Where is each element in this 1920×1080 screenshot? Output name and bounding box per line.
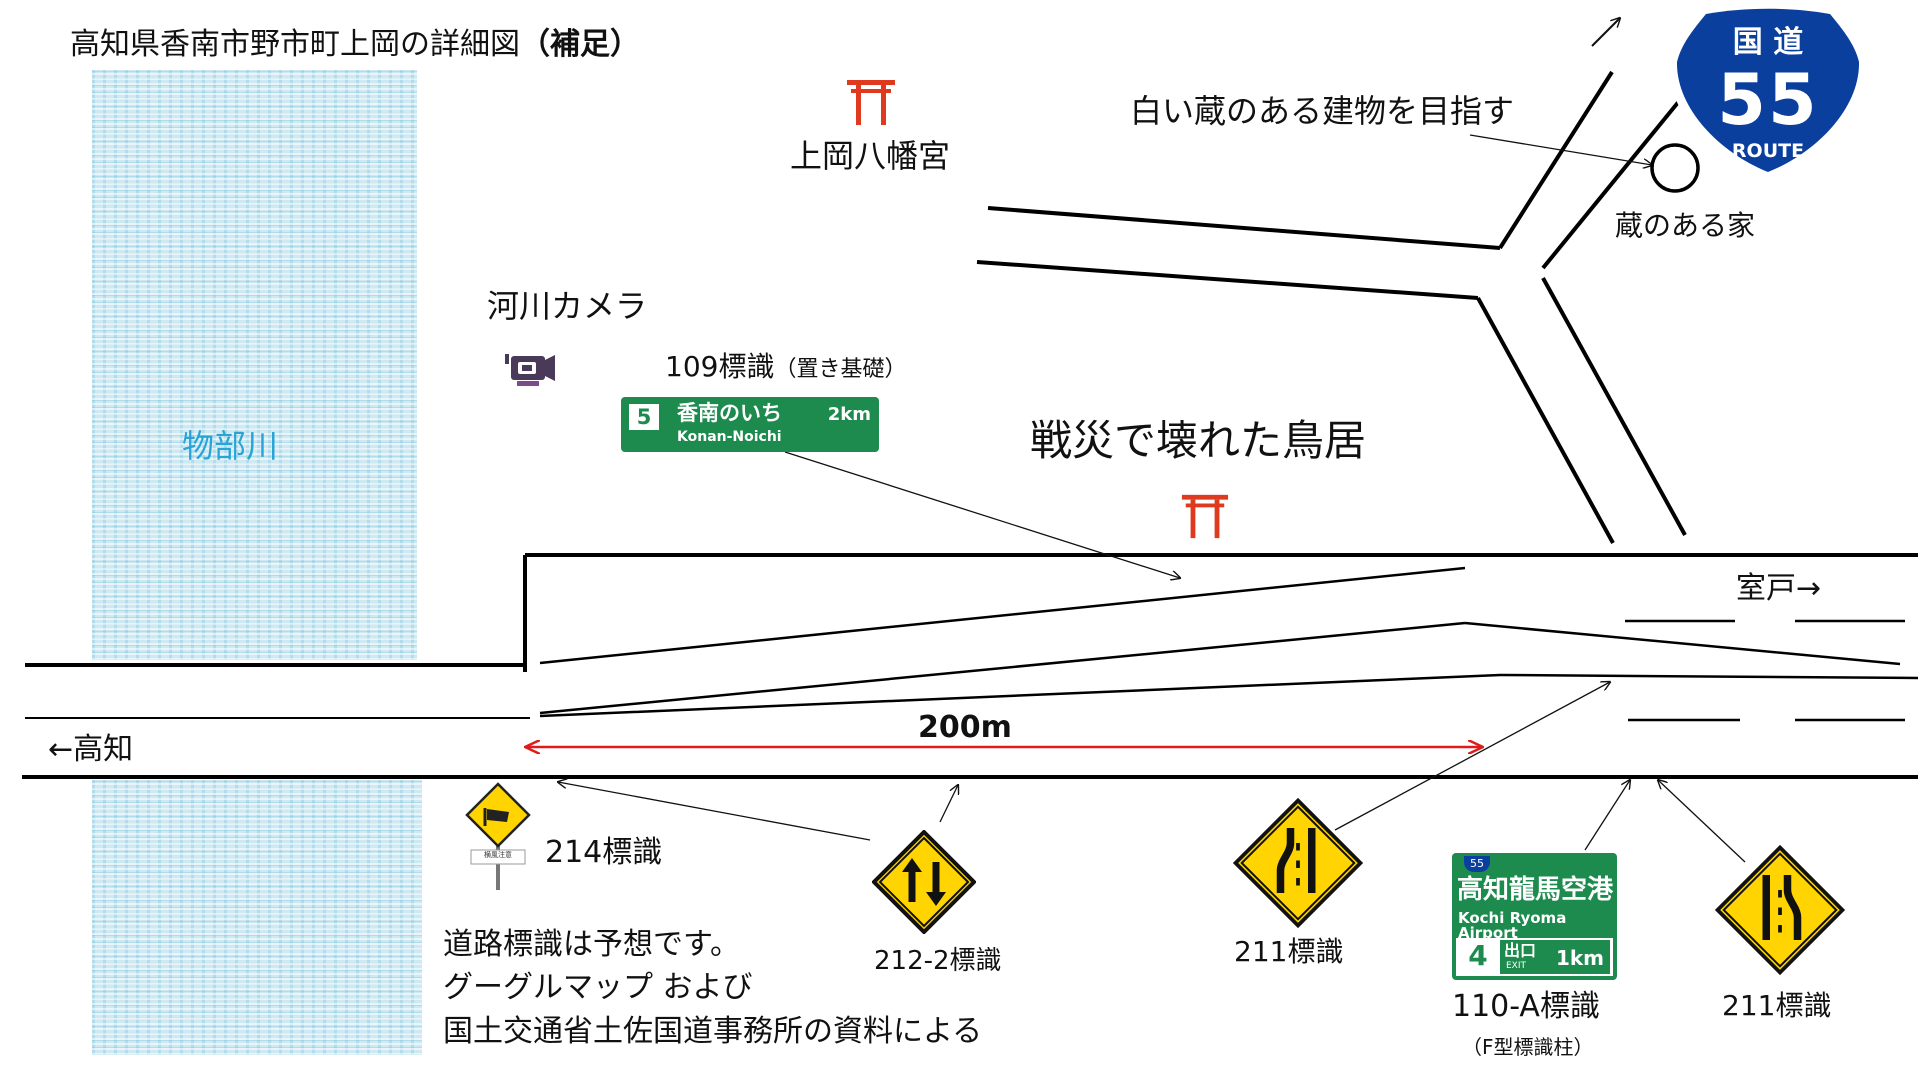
side-road-edge [1541,98,1682,270]
pointer-line [1469,134,1652,165]
crosswind-warning-sign-icon [465,782,531,890]
sign-110a-route-badge: 55 [1464,856,1490,872]
side-road-edge [987,206,1501,250]
lane-reduction-sign-icon [1233,798,1363,928]
lane-line [1499,673,1919,680]
sign-110a-exit-distance: 1km [1555,946,1604,970]
sign-110a-exit-jp: 出口 [1504,941,1537,960]
pointer-line [784,451,1180,578]
river-lower [92,780,422,1055]
river-camera-label: 河川カメラ [487,287,648,325]
sign-110a-exit-en: EXIT [1506,961,1527,971]
sign-110a-exit-box: 4 出口 EXIT 1km [1456,938,1613,976]
storehouse-marker [1650,143,1700,193]
side-road-edge [1498,70,1614,250]
to-kochi-label: ←高知 [48,732,134,767]
title-note: （補足） [520,27,640,62]
lane-line [1464,621,1901,666]
route-55-word: ROUTE [1731,140,1805,162]
lane-line [539,673,1501,718]
two-way-traffic-sign-icon [872,830,976,934]
sign-109-distance: 2km [827,404,871,425]
disclaimer-line-2: グーグルマップ および [443,970,753,1005]
side-road-edge [1476,297,1615,544]
sign-109-place: 香南のいち [677,401,782,425]
storehouse-label: 蔵のある家 [1615,209,1756,242]
river-label: 物部川 [182,427,279,465]
pointer-line [1334,682,1610,831]
sign-214-plate: 横風注意 [484,851,512,859]
sign-109-note: （置き基礎） [774,357,907,382]
sign-110a-label: 110-A標識 [1452,989,1600,1024]
pointer-line [939,785,958,823]
sign-110a-place-en: Kochi Ryoma Airport [1458,909,1567,942]
route-55-kanji: 国 道 [1732,25,1804,60]
map-title: 高知県香南市野市町上岡の詳細図（補足） [70,30,640,60]
route-55-number: 55 [1717,59,1819,141]
river-upper [92,70,417,660]
route-55-shield-icon [1667,1,1869,184]
pointer-line [558,782,871,841]
sign-211-b-label: 211標識 [1722,989,1832,1022]
torii-label: 戦災で壊れた鳥居 [1030,416,1367,465]
disclaimer-line-3: 国土交通省土佐国道事務所の資料による [443,1014,983,1049]
sign-214-label: 214標識 [545,835,663,870]
broken-torii-icon [1181,494,1229,539]
sign-109-label: 109標識（置き基礎） [665,353,906,381]
distance-label: 200m [918,710,1012,745]
sign-110a-note: （F型標識柱） [1462,1035,1594,1059]
shrine-label: 上岡八幡宮 [790,137,951,175]
sign-110a-board: 55 高知龍馬空港 Kochi Ryoma Airport 4 出口 EXIT … [1452,853,1617,980]
sign-211-a-label: 211標識 [1234,935,1344,968]
torii-icon [847,80,895,125]
sign-212-2-label: 212-2標識 [874,946,1002,976]
lane-line [539,621,1466,715]
sign-110a-exit-number: 4 [1468,939,1488,972]
lane-reduction-sign-icon-2 [1715,845,1845,975]
side-road-edge [1541,277,1687,536]
pointer-line [1584,780,1630,851]
pointer-line [1658,780,1746,863]
camera-icon [505,354,555,386]
north-arrow [1591,18,1620,47]
sign-109-place-en: Konan-Noichi [677,429,782,445]
sign-109-board: 5 香南のいち 2km Konan-Noichi [621,397,879,452]
to-muroto-label: 室戸→ [1736,571,1822,606]
storehouse-note: 白い蔵のある建物を目指す [1130,92,1515,130]
disclaimer-line-1: 道路標識は予想です。 [443,927,740,962]
sign-109-text: 109標識 [665,350,775,383]
side-road-edge [976,260,1479,300]
sign-109-route: 5 [629,404,659,430]
sign-110a-place: 高知龍馬空港 [1457,875,1614,905]
sign-110a-exit-panel: 出口 EXIT 1km [1500,940,1610,974]
lane-line [539,566,1466,665]
title-text: 高知県香南市野市町上岡の詳細図 [70,27,520,62]
